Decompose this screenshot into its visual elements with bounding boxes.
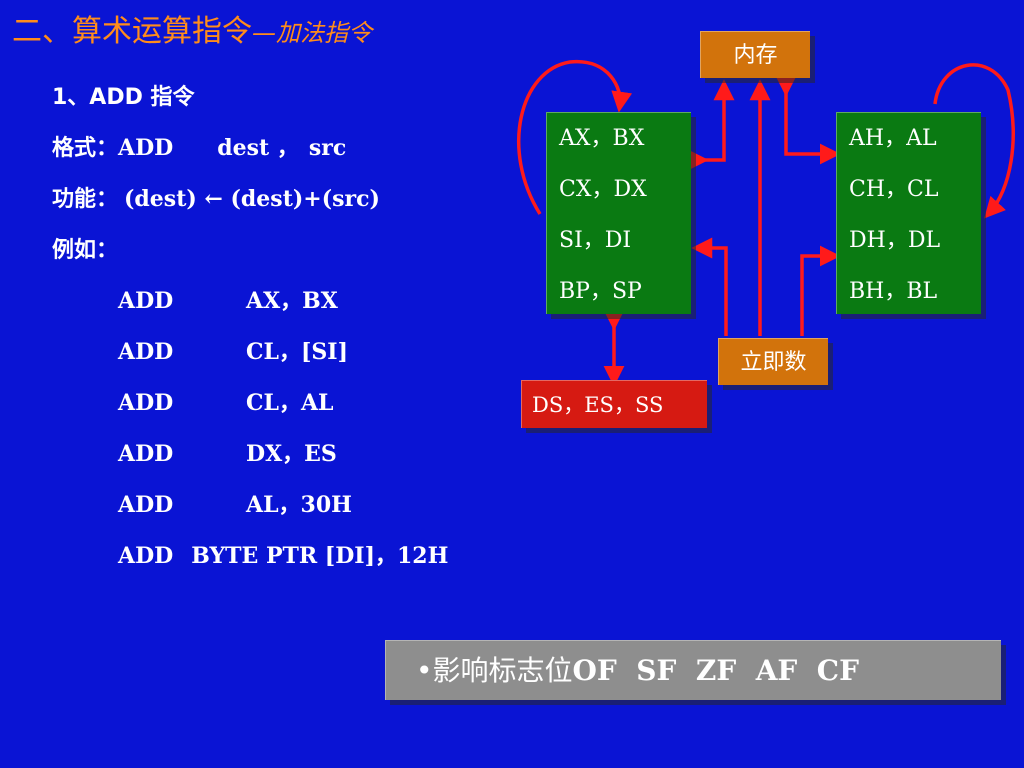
format-op: ADD <box>118 135 174 161</box>
example-op: ADD <box>118 390 174 416</box>
example-op: ADD <box>118 339 174 365</box>
title-main: 二、算术运算指令 <box>12 14 252 49</box>
example-line: ADD CL，[SI] <box>118 334 348 366</box>
example-operands: BYTE PTR [DI]，12H <box>191 543 449 569</box>
function-line: 功能：(dest) ← (dest)+(src) <box>52 181 380 213</box>
arrow-immediate-reg8 <box>800 245 841 336</box>
example-op: ADD <box>118 492 174 518</box>
example-op: ADD <box>118 288 174 314</box>
register-box-16bit: AX，BX CX，DX SI，DI BP，SP <box>546 112 691 314</box>
register-pair: DH，DL <box>849 228 941 253</box>
example-line: ADD BYTE PTR [DI]，12H <box>118 538 448 570</box>
example-operands: CL，[SI] <box>246 339 348 365</box>
example-line: ADD CL，AL <box>118 385 334 417</box>
example-op: ADD <box>118 441 174 467</box>
format-label: 格式： <box>52 135 119 161</box>
flags-list: OF SF ZF AF CF <box>572 654 859 687</box>
function-label: 功能： <box>52 186 119 212</box>
section-heading: 1、ADD 指令 <box>52 85 195 110</box>
loop-arrow-reg8 <box>933 63 1015 219</box>
register-pair: BH，BL <box>849 279 938 304</box>
example-operands: AL，30H <box>246 492 352 518</box>
page-title: 二、算术运算指令—加法指令 <box>12 6 372 50</box>
format-src: src <box>308 135 347 161</box>
example-operands: CL，AL <box>246 390 334 416</box>
example-operands: DX，ES <box>246 441 337 467</box>
register-pair: AX，BX <box>559 126 645 151</box>
example-line: ADD AX，BX <box>118 283 338 315</box>
flags-banner: •影响标志位OF SF ZF AF CF <box>385 640 1001 700</box>
memory-box: 内存 <box>700 31 810 78</box>
immediate-box: 立即数 <box>718 338 828 385</box>
example-op: ADD <box>118 543 174 569</box>
loop-arrow-reg16 <box>517 60 633 215</box>
example-line: ADD DX，ES <box>118 436 337 468</box>
example-line: ADD AL，30H <box>118 487 352 519</box>
function-expr: (dest) ← (dest)+(src) <box>124 186 380 212</box>
register-pair: CH，CL <box>849 177 939 202</box>
register-pair: SI，DI <box>559 228 632 253</box>
arrow-memory-reg16 <box>687 79 735 171</box>
title-sub: —加法指令 <box>252 19 372 47</box>
register-pair: CX，DX <box>559 177 647 202</box>
flags-label: •影响标志位 <box>416 654 573 687</box>
example-label: 例如： <box>52 237 119 263</box>
example-operands: AX，BX <box>246 288 338 314</box>
register-pair: BP，SP <box>559 279 642 304</box>
register-pair: AH，AL <box>849 126 937 151</box>
segment-register-box: DS，ES，SS <box>521 380 707 428</box>
arrow-memory-reg8 <box>775 75 841 165</box>
format-dest: dest ， <box>217 135 299 161</box>
register-box-8bit: AH，AL CH，CL DH，DL BH，BL <box>836 112 981 314</box>
arrow-immediate-reg16 <box>691 237 728 336</box>
format-line: 格式：ADD dest ， src <box>52 130 346 162</box>
